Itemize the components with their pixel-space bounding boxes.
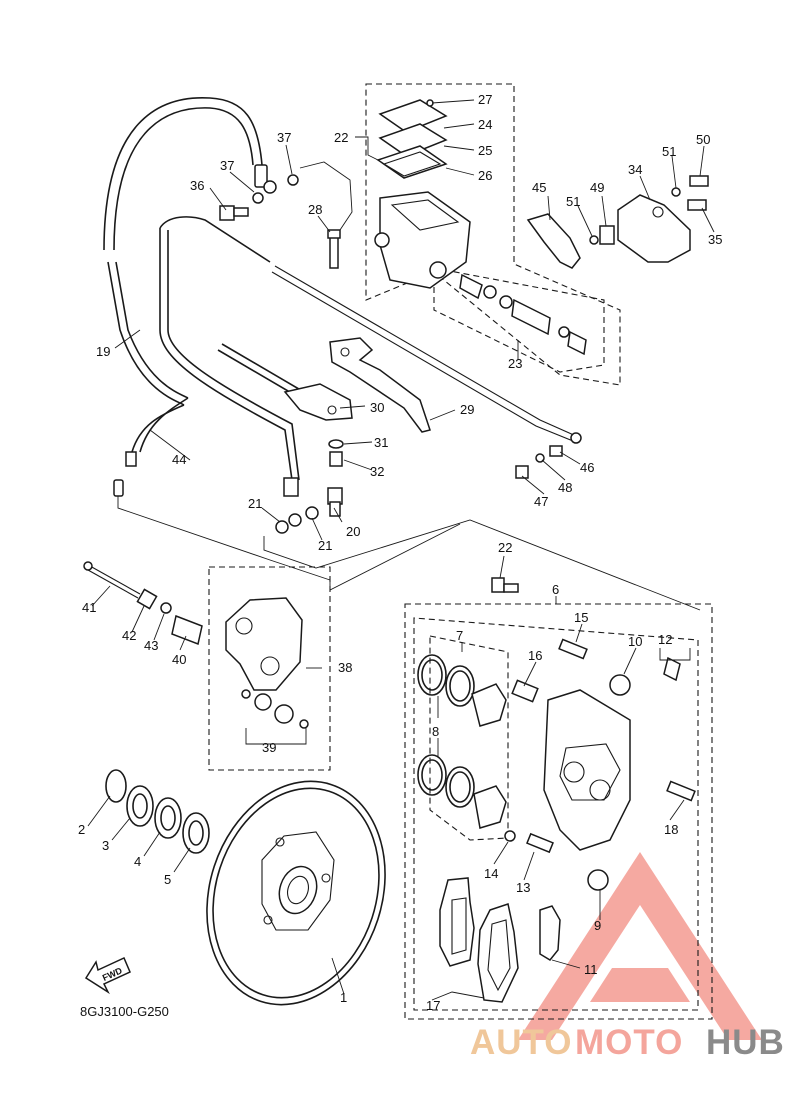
leader-lines	[87, 99, 715, 1001]
callout-3: 3	[102, 838, 109, 853]
callout-50: 50	[696, 132, 710, 147]
callout-9: 9	[594, 918, 601, 933]
callout-49: 49	[590, 180, 604, 195]
callout-47: 47	[534, 494, 548, 509]
callout-13: 13	[516, 880, 530, 895]
callout-15: 15	[574, 610, 588, 625]
callout-8: 8	[432, 724, 439, 739]
callout-51-left: 51	[566, 194, 580, 209]
callout-37-upper: 37	[277, 130, 291, 145]
callout-23: 22	[334, 130, 348, 145]
handlebar	[217, 343, 305, 399]
callout-42: 42	[122, 628, 136, 643]
callout-2: 2	[78, 822, 85, 837]
callout-4: 4	[134, 854, 141, 869]
callout-19: 19	[96, 344, 110, 359]
callout-30: 29	[460, 402, 474, 417]
diagram-code: 8GJ3100-G250	[80, 1004, 169, 1019]
callout-38: 38	[338, 660, 352, 675]
callout-17: 17	[426, 998, 440, 1013]
fwd-arrow-icon: FWD	[84, 956, 131, 995]
callout-48: 48	[558, 480, 572, 495]
callout-41: 41	[82, 600, 96, 615]
brake-hose	[103, 96, 277, 497]
caliper-seals-and-pistons	[417, 654, 507, 829]
brake-caliper	[504, 638, 696, 891]
clutch-cable	[271, 265, 582, 444]
callout-12: 12	[658, 632, 672, 647]
callout-11: 11	[584, 962, 598, 977]
callout-33: 32	[370, 464, 384, 479]
callout-45: 45	[532, 180, 546, 195]
bolts-and-washers	[219, 174, 709, 593]
callout-36: 36	[190, 178, 204, 193]
axle-washers	[105, 769, 210, 854]
callout-28: 27	[478, 92, 492, 107]
callout-1: 1	[340, 990, 347, 1005]
callout-18: 18	[664, 822, 678, 837]
callout-31: 30	[370, 400, 384, 415]
callout-16: 16	[528, 648, 542, 663]
callout-6: 6	[552, 582, 559, 597]
brake-pads	[439, 877, 519, 1003]
brake-hose-lower	[159, 216, 302, 527]
callout-35: 35	[708, 232, 722, 247]
callout-46: 46	[580, 460, 594, 475]
callout-40: 40	[172, 652, 186, 667]
watermark-text: AUTO MOTO HUB	[470, 1023, 785, 1062]
caliper-bracket-group-box	[208, 566, 331, 771]
watermark-hub: HUB	[706, 1023, 785, 1062]
pin-bolt-assembly	[83, 561, 203, 646]
callout-24: 23	[508, 356, 522, 371]
callout-34: 34	[628, 162, 642, 177]
callout-27: 26	[478, 168, 492, 183]
callout-labels: 27 24 25 26 22 37 37 36 28 19 44 30 29 3…	[78, 92, 722, 1013]
pad-spring	[539, 905, 561, 961]
callout-14: 14	[484, 866, 498, 881]
callout-22: 22	[498, 540, 512, 555]
callout-21-right: 21	[318, 538, 332, 553]
clutch-lever-holder	[283, 383, 353, 421]
caliper-bracket	[225, 597, 309, 729]
callout-21-left: 21	[248, 496, 262, 511]
brake-lever	[329, 337, 431, 433]
brake-disc	[206, 780, 386, 1006]
callout-5: 5	[164, 872, 171, 887]
callout-43: 43	[144, 638, 158, 653]
callout-10: 10	[628, 634, 642, 649]
callout-26: 25	[478, 143, 492, 158]
callout-37-lower: 37	[220, 158, 234, 173]
callout-32: 31	[374, 435, 388, 450]
callout-29: 28	[308, 202, 322, 217]
caliper-assembly-group-box	[404, 603, 713, 1020]
lever-bracket	[526, 194, 691, 269]
watermark-logo	[518, 852, 762, 1040]
watermark-auto: AUTO	[470, 1023, 573, 1062]
callout-39: 39	[262, 740, 276, 755]
master-cylinder-group-box	[365, 83, 621, 386]
callout-25: 24	[478, 117, 492, 132]
reservoir-cap-stack	[376, 99, 448, 179]
watermark-moto: MOTO	[575, 1023, 683, 1062]
callout-20: 20	[346, 524, 360, 539]
callout-51-right: 51	[662, 144, 676, 159]
master-cylinder-body	[374, 191, 471, 289]
piston-kit	[459, 273, 587, 356]
callout-44: 44	[172, 452, 186, 467]
callout-7: 7	[456, 628, 463, 643]
